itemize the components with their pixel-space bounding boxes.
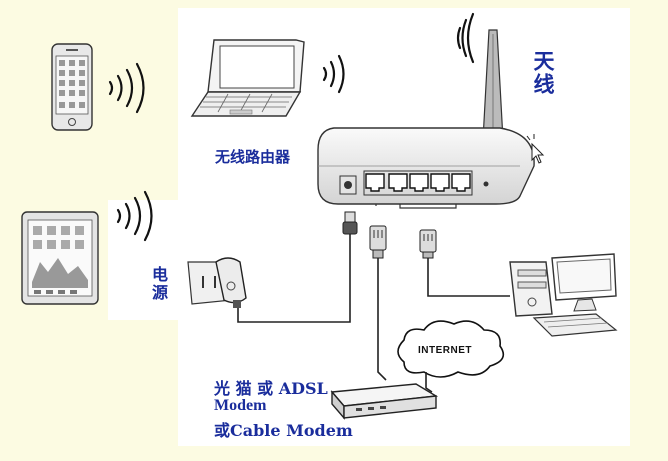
internet-label: INTERNET [418,345,472,356]
rj45-connector [369,225,387,259]
modem-label-line2: Modem [214,397,267,414]
tablet-icon [21,211,99,305]
power-label: 电源 [149,266,168,302]
wifi-signal-icon [108,62,145,114]
router-label: 无线路由器 [215,148,291,166]
wifi-signal-icon [322,54,345,94]
antenna-label: 天线 [531,50,555,96]
wifi-signal-icon [456,12,475,64]
lan-ports [365,173,471,192]
rj45-connector [419,229,437,259]
modem-label-line1: 光 猫 或 ADSL [214,379,328,398]
internet-cloud-icon [397,320,505,378]
router-icon [317,127,535,205]
modem-icon [330,383,439,420]
modem-cable [377,256,387,381]
power-adapter-icon [215,257,247,308]
wifi-signal-icon [116,190,153,242]
smartphone-icon [51,43,93,131]
laptop-icon [190,39,305,117]
pc-cable [427,256,510,297]
internet-cable [425,372,433,393]
modem-label-line3: 或Cable Modem [214,421,353,440]
desktop-computer-icon [509,253,618,337]
cursor-icon [526,134,545,164]
power-cable [237,232,351,323]
power-plug [342,211,358,235]
